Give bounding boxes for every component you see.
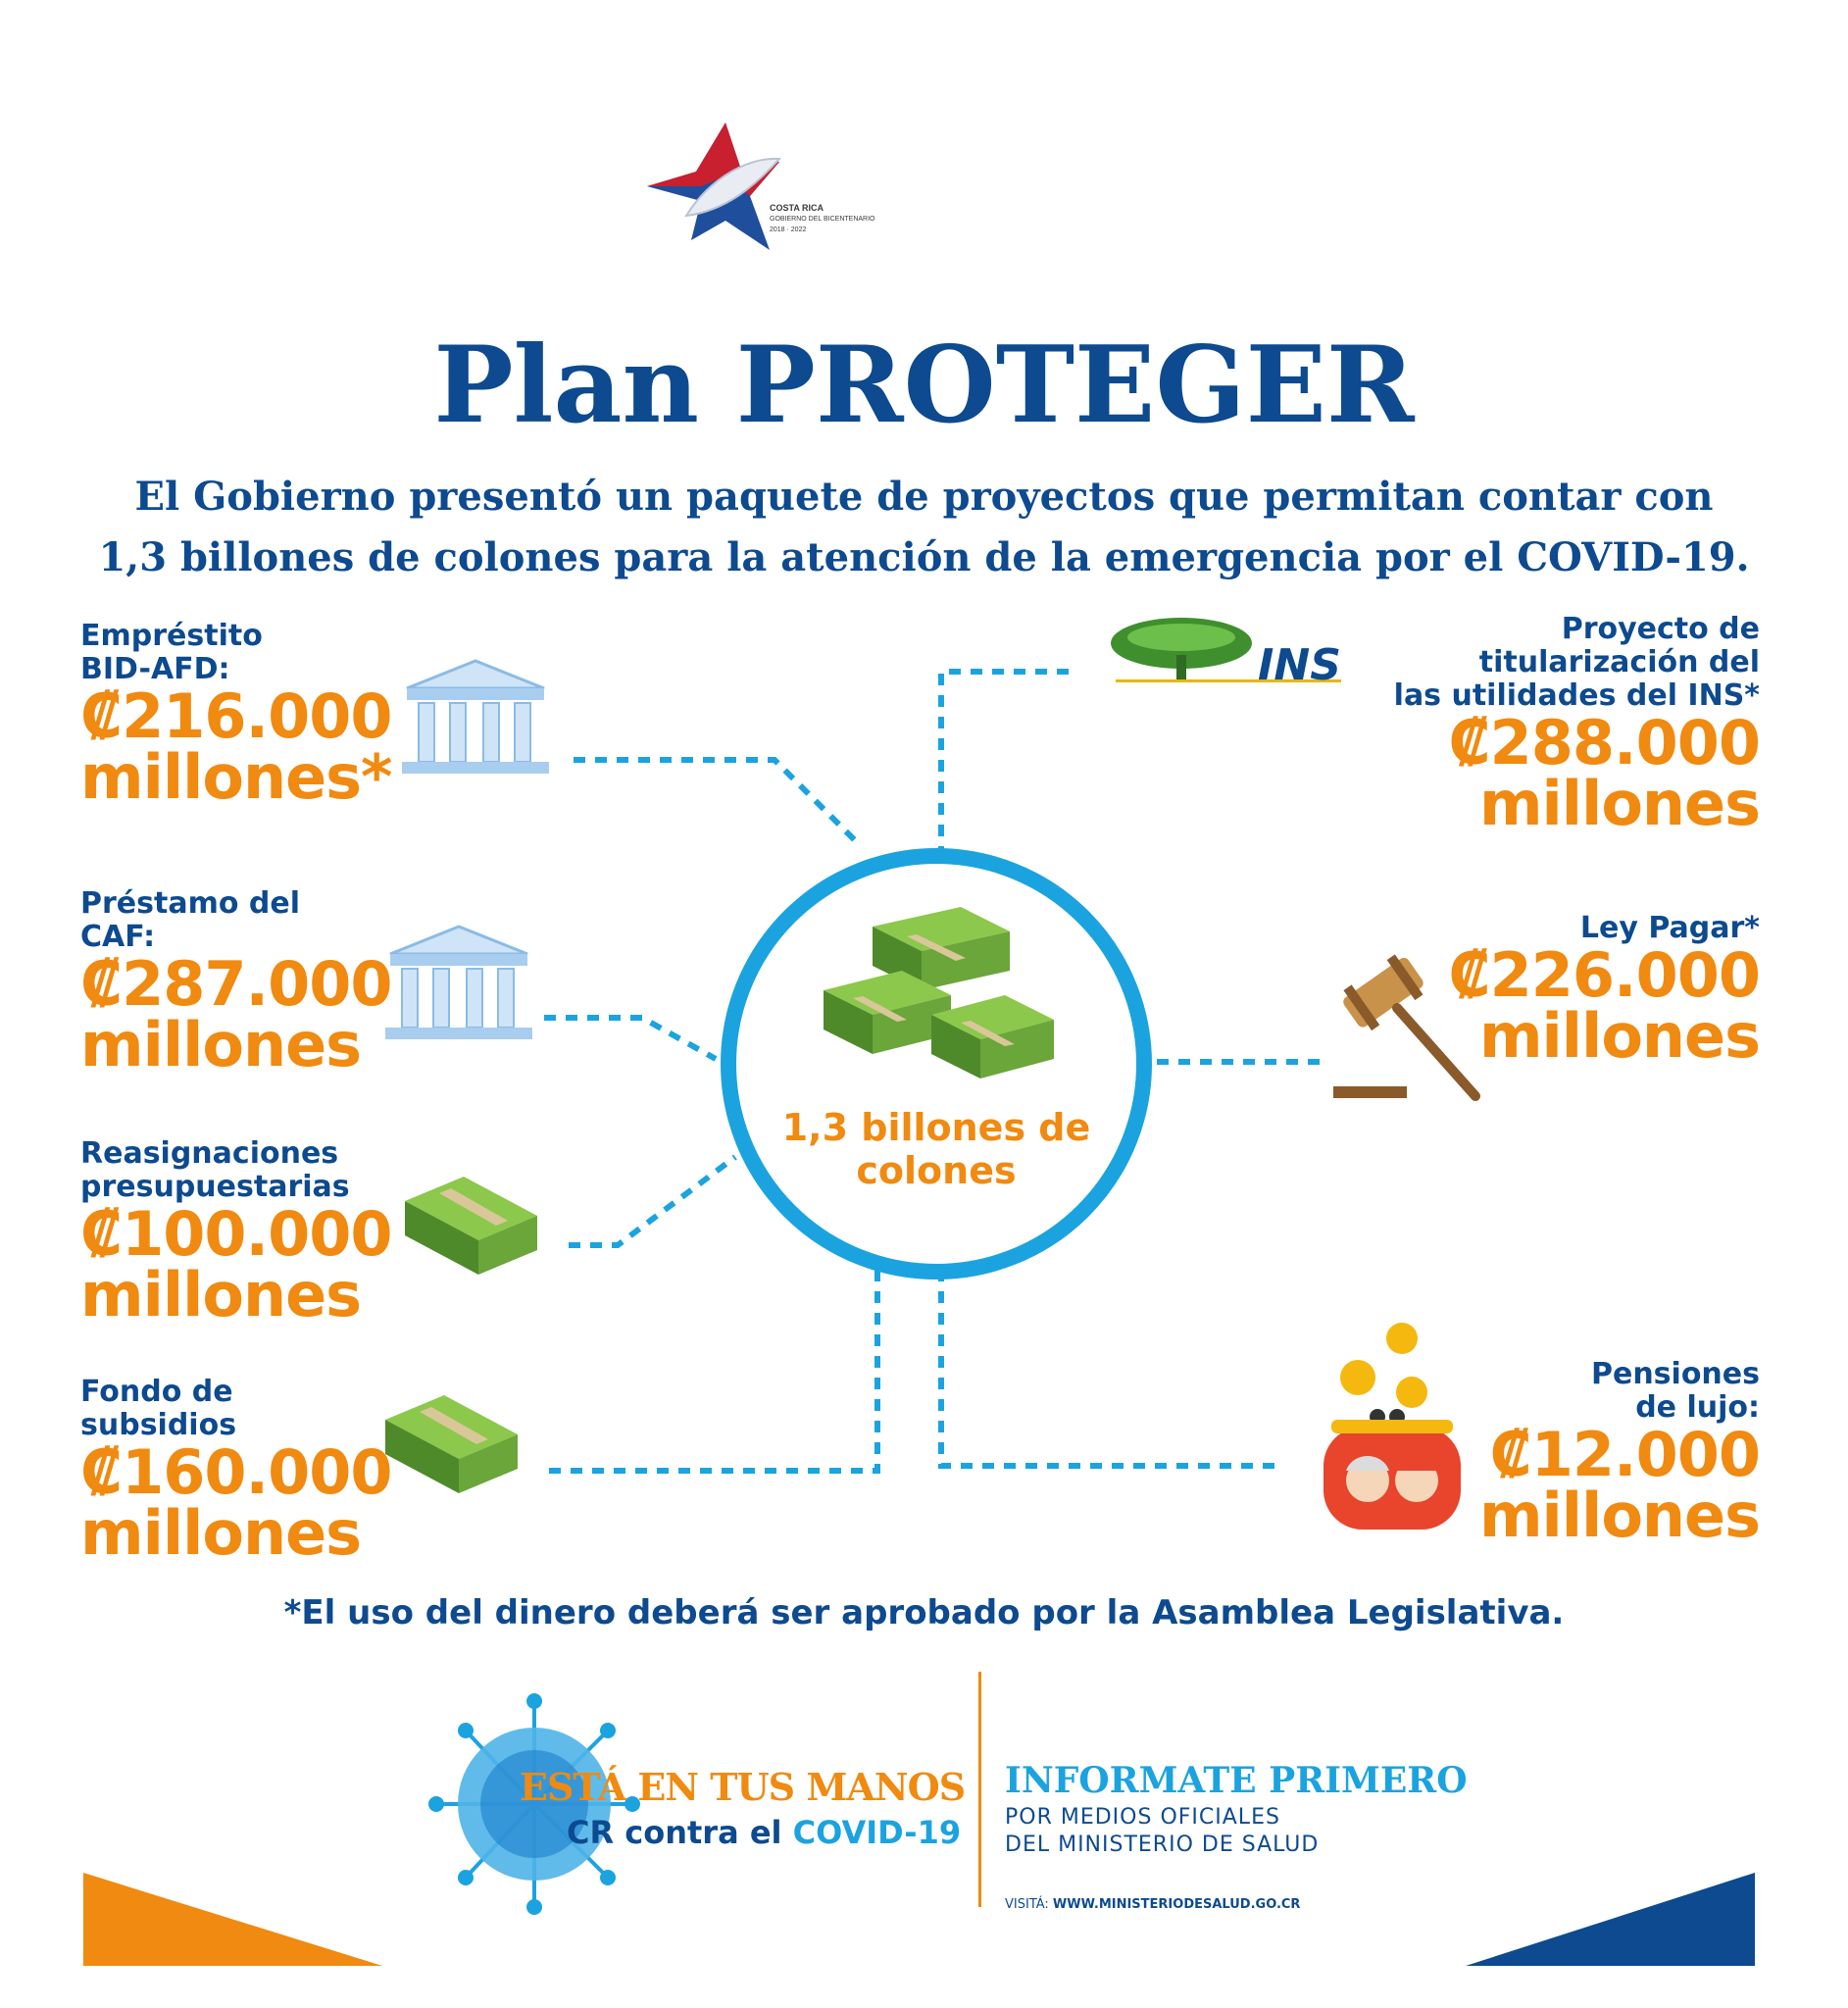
bank-building-icon [385,925,532,1039]
campaign-title: ESTÁ EN TUS MANOS [520,1765,966,1809]
bank-building-icon [402,659,549,774]
star-logo-icon [647,123,782,250]
item-unit: millones [80,1497,362,1569]
page-title: Plan PROTEGER [433,324,1415,447]
virus-icon [428,1693,640,1915]
center-line1: 1,3 billones de [781,1106,1091,1149]
item-ley-pagar: Ley Pagar* ₡226.000 millones [1448,911,1761,1072]
center-circle [721,848,1152,1280]
item-fondo-subsidios: Fondo de subsidios ₡160.000 millones [80,1375,393,1569]
item-label-line1: Empréstito [80,619,263,653]
item-unit: millones [1478,768,1761,839]
item-label-line2: de lujo: [1635,1390,1760,1425]
item-bid-afd: Empréstito BID-AFD: ₡216.000 millones* [80,619,393,813]
item-label-line1: Fondo de [80,1375,233,1409]
item-label-line2: titularización del [1478,645,1760,679]
logo-line3: 2018 · 2022 [770,226,807,233]
item-label-line1: Reasignaciones [80,1136,339,1171]
item-amount: ₡226.000 [1448,939,1761,1011]
center-total: 1,3 billones de colones [740,1106,1132,1192]
navy-corner-shape [1466,1873,1755,1966]
item-label-line2: BID-AFD: [80,652,230,686]
item-label-line2: presupuestarias [80,1170,350,1204]
logo-line2: GOBIERNO DEL BICENTENARIO [770,216,875,223]
visit-link[interactable]: WWW.MINISTERIODESALUD.GO.CR [1052,1897,1301,1912]
gavel-icon [1333,954,1480,1101]
item-unit: millones [1478,1000,1761,1072]
footnote: *El uso del dinero deberá ser aprobado p… [283,1593,1565,1632]
visit-label: VISITÁ: [1005,1897,1053,1912]
connector-left-2 [544,1015,718,1062]
subtitle-line2: 1,3 billones de colones para la atención… [98,534,1750,580]
money-pile-icon [824,907,1054,1079]
item-label-line1: Ley Pagar* [1579,911,1760,945]
money-stack-icon [385,1395,518,1493]
item-unit: millones [80,1259,362,1330]
ins-logo-text: INS [1258,640,1341,690]
visit-url[interactable]: VISITÁ: WWW.MINISTERIODESALUD.GO.CR [1005,1897,1300,1912]
info-line1: POR MEDIOS OFICIALES [1005,1805,1280,1830]
item-caf: Préstamo del CAF: ₡287.000 millones [80,886,393,1080]
page-subtitle: El Gobierno presentó un paquete de proye… [0,467,1848,588]
item-label-line1: Proyecto de [1561,612,1760,646]
connector-right-1 [938,669,1078,858]
info-title: INFORMATE PRIMERO [1005,1760,1468,1801]
info-subtitle: POR MEDIOS OFICIALES DEL MINISTERIO DE S… [1005,1804,1319,1859]
ins-tree-logo [1111,618,1341,682]
item-unit: millones [1478,1480,1761,1551]
coin-purse-icon [1324,1323,1461,1530]
campaign-mid: contra el [614,1814,793,1851]
item-amount: ₡288.000 [1448,707,1761,778]
item-label-line2: CAF: [80,920,156,954]
subtitle-line1: El Gobierno presentó un paquete de proye… [134,474,1714,520]
connector-left-3 [569,1154,737,1248]
footer-divider [978,1672,981,1907]
connector-left-4 [549,1270,880,1474]
connector-left-1 [574,757,861,846]
campaign-cr: CR [567,1814,615,1851]
money-stack-icon [405,1177,537,1275]
info-line2: DEL MINISTERIO DE SALUD [1005,1832,1320,1857]
orange-corner-shape [83,1873,382,1966]
item-label-line1: Pensiones [1590,1357,1760,1391]
item-unit: millones [80,1009,362,1080]
item-amount: ₡12.000 [1489,1419,1761,1490]
logo-line1: COSTA RICA [770,203,824,213]
item-amount: ₡287.000 [80,948,393,1020]
item-label-line3: las utilidades del INS* [1393,678,1760,713]
campaign-subtitle: CR contra el COVID-19 [567,1814,961,1851]
item-reasignaciones: Reasignaciones presupuestarias ₡100.000 … [80,1136,393,1330]
government-logo [632,118,926,265]
item-unit: millones* [80,741,392,813]
item-amount: ₡100.000 [80,1198,393,1270]
item-amount: ₡216.000 [80,680,393,752]
logo-caption: COSTA RICA GOBIERNO DEL BICENTENARIO 201… [770,203,874,235]
campaign-covid: COVID-19 [792,1814,962,1851]
connector-right-3 [938,1270,1274,1469]
item-amount: ₡160.000 [80,1436,393,1508]
item-label-line1: Préstamo del [80,886,300,921]
item-pensiones: Pensiones de lujo: ₡12.000 millones [1478,1357,1761,1551]
item-label-line2: subsidios [80,1408,237,1442]
center-line2: colones [856,1149,1017,1192]
item-ins: Proyecto de titularización del las utili… [1393,612,1761,839]
